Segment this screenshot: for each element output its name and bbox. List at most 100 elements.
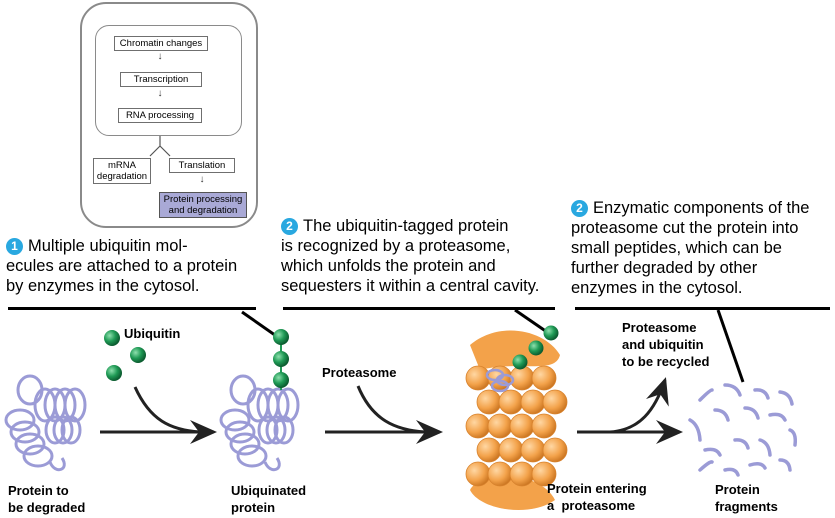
peptide-fragment bbox=[743, 406, 760, 420]
label-ubiquitin: Ubiquitin bbox=[124, 326, 181, 341]
peptide-fragment bbox=[713, 408, 730, 422]
caption-rule bbox=[575, 307, 830, 310]
step-translation: Translation bbox=[169, 158, 235, 173]
ubiquitin-molecules bbox=[104, 330, 146, 381]
proteasome-subunit bbox=[465, 461, 491, 487]
arrow-proteasome-binding bbox=[325, 385, 443, 444]
proteasome-subunit bbox=[498, 437, 524, 463]
ubiquitin-ball bbox=[543, 325, 559, 341]
caption-line: enzymes in the cytosol. bbox=[571, 279, 743, 297]
peptide-fragment bbox=[723, 383, 742, 397]
peptide-fragment bbox=[698, 460, 714, 472]
peptide-fragment bbox=[753, 388, 770, 400]
peptide-fragment bbox=[698, 388, 714, 402]
caption-line: Multiple ubiquitin mol- bbox=[28, 237, 188, 255]
arrow-degradation bbox=[577, 377, 683, 444]
protein-line2: and degradation bbox=[168, 205, 238, 216]
ubiquitin-ball bbox=[528, 340, 544, 356]
peptide-fragment bbox=[733, 438, 750, 450]
ubiquitin-ball bbox=[273, 329, 289, 345]
caption-line: further degraded by other bbox=[571, 259, 758, 277]
proteasome-subunit bbox=[520, 389, 546, 415]
peptide-fragment bbox=[723, 467, 740, 477]
step-number-badge: 2 bbox=[571, 200, 588, 217]
proteasome-subunit bbox=[487, 413, 513, 439]
ubiquitin-ball bbox=[512, 354, 528, 370]
caption-rule bbox=[8, 307, 256, 310]
caption-line: The ubiquitin-tagged protein bbox=[303, 217, 509, 235]
ubiquitin-ball bbox=[273, 351, 289, 367]
proteasome-subunit bbox=[498, 389, 524, 415]
nucleus-box bbox=[95, 25, 242, 136]
label-line: Ubiquinated bbox=[231, 483, 307, 498]
label-protein-fragments: Protein fragments bbox=[715, 481, 778, 515]
proteasome-subunit bbox=[542, 437, 568, 463]
caption-line: by enzymes in the cytosol. bbox=[6, 277, 200, 295]
unfolding-protein bbox=[485, 368, 515, 393]
proteasome-subunit bbox=[542, 389, 568, 415]
proteasome-subunit bbox=[476, 437, 502, 463]
step-number-badge: 1 bbox=[6, 238, 23, 255]
caption-line: is recognized by a proteasome, bbox=[281, 237, 511, 255]
mrna-line2: degradation bbox=[96, 171, 148, 182]
ubiquitin-ball bbox=[106, 365, 122, 381]
step-transcription: Transcription bbox=[120, 72, 202, 87]
arrow-ubiquitination bbox=[100, 386, 217, 444]
peptide-fragment bbox=[788, 428, 797, 447]
step-protein-processing-degradation: Protein processing and degradation bbox=[159, 192, 247, 218]
proteasome-subunit bbox=[520, 437, 546, 463]
protein-fragments bbox=[688, 383, 797, 477]
ubiquinated-protein-coil bbox=[219, 374, 300, 472]
label-ubiquinated-protein: Ubiquinated protein bbox=[231, 482, 306, 516]
peptide-fragment bbox=[688, 418, 702, 442]
proteasome bbox=[465, 325, 568, 511]
proteasome-ubiquitin-chain bbox=[512, 325, 559, 370]
caption-line: proteasome cut the protein into bbox=[571, 219, 799, 237]
protein-to-degrade-coil bbox=[4, 374, 87, 472]
caption-line: Enzymatic components of the bbox=[593, 199, 810, 217]
label-line: to be recycled bbox=[622, 354, 710, 369]
down-arrow-icon: ↓ bbox=[157, 88, 163, 99]
protein-line1: Protein processing bbox=[163, 194, 243, 205]
proteasome-subunit bbox=[531, 461, 557, 487]
label-line: Protein to bbox=[8, 483, 69, 498]
label-line: fragments bbox=[715, 499, 778, 514]
down-arrow-icon: ↓ bbox=[199, 174, 205, 185]
peptide-fragment bbox=[758, 438, 772, 457]
proteasome-subunit bbox=[509, 461, 535, 487]
label-line: Protein bbox=[715, 482, 760, 497]
label-protein-entering: Protein entering a proteasome bbox=[547, 480, 647, 514]
mrna-line1: mRNA bbox=[108, 160, 136, 171]
peptide-fragment bbox=[748, 462, 767, 470]
label-line: and ubiquitin bbox=[622, 337, 704, 352]
proteasome-subunit bbox=[465, 413, 491, 439]
peptide-fragment bbox=[768, 412, 787, 422]
proteasome-cap-bottom bbox=[470, 476, 555, 511]
label-line: protein bbox=[231, 500, 276, 515]
proteasome-subunit bbox=[531, 365, 557, 391]
proteasome-subunit bbox=[465, 365, 491, 391]
label-line: Protein entering bbox=[547, 481, 647, 496]
caption-line: ecules are attached to a protein bbox=[6, 257, 238, 275]
ubiquitin-chain bbox=[273, 329, 289, 390]
proteasome-subunit bbox=[509, 413, 535, 439]
proteasome-subunit bbox=[531, 413, 557, 439]
ubiquitin-ball bbox=[104, 330, 120, 346]
step-rna-processing: RNA processing bbox=[118, 108, 202, 123]
caption-line: sequesters it within a central cavity. bbox=[281, 277, 540, 295]
caption-step-1: 1 Multiple ubiquitin mol- ecules are atta… bbox=[6, 236, 237, 296]
label-line: be degraded bbox=[8, 500, 86, 515]
peptide-fragment bbox=[778, 390, 794, 406]
caption-line: which unfolds the protein and bbox=[281, 257, 496, 275]
label-protein-to-degrade: Protein to be degraded bbox=[8, 482, 85, 516]
flowchart-branch bbox=[149, 136, 171, 157]
step-mrna-degradation: mRNA degradation bbox=[93, 158, 151, 184]
peptide-fragment bbox=[778, 458, 792, 472]
label-recycled: Proteasome and ubiquitin to be recycled bbox=[622, 319, 709, 370]
caption-step-3: 2 Enzymatic components of the proteasome … bbox=[571, 198, 809, 298]
caption-line: small peptides, which can be bbox=[571, 239, 782, 257]
proteasome-cap-top bbox=[470, 330, 560, 370]
down-arrow-icon: ↓ bbox=[157, 51, 163, 62]
